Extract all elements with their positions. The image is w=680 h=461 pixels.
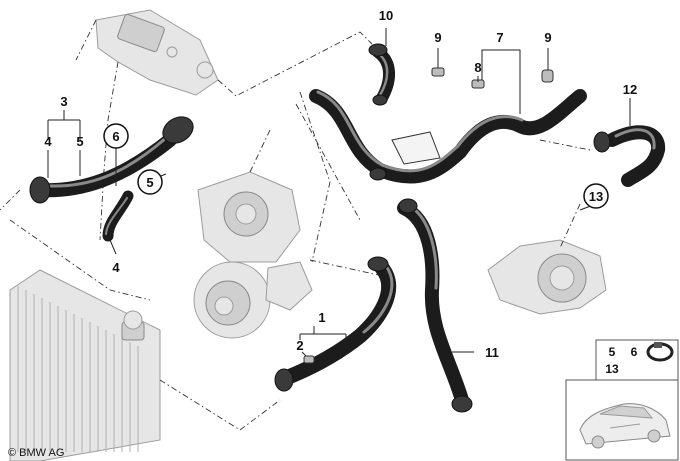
callout-11: 11 [485,345,499,360]
inset-label-13: 13 [605,362,619,376]
callout-9-left: 9 [434,30,441,45]
inset-car-box [565,379,679,461]
callout-1: 1 [318,310,325,325]
callout-10: 10 [379,8,393,23]
hose-1[interactable] [278,260,397,386]
callout-6: 6 [112,129,119,144]
callout-5-left: 5 [76,134,83,149]
hose-10[interactable] [372,46,395,104]
callout-8: 8 [474,60,481,75]
callout-7: 7 [496,30,503,45]
clamp-icon [646,342,674,362]
inset-label-6: 6 [631,345,638,359]
aux-pump-ghost [487,239,607,315]
engine-head-ghost [95,9,219,96]
car-silhouette-icon [579,403,671,449]
callout-2: 2 [296,338,303,353]
callout-3: 3 [60,94,67,109]
inset-label-5: 5 [609,345,616,359]
inset-clamp-box: 5 6 13 [595,339,679,381]
connection-lines [0,19,591,431]
hose-clamps [29,43,611,413]
callout-4-left: 4 [44,134,52,149]
hose-4[interactable] [102,190,134,242]
callout-12: 12 [623,82,637,97]
leader-lines [47,28,631,357]
callout-9-right: 9 [544,30,551,45]
radiator-fins [17,286,139,452]
copyright-text: © BMW AG [8,447,64,459]
hose-7[interactable] [309,89,587,184]
callout-4-bottom: 4 [112,260,120,275]
callout-circles [103,123,609,209]
hose-11[interactable] [397,201,469,407]
radiator-ghost [9,269,161,461]
hose-3[interactable] [33,133,177,198]
callout-13: 13 [589,189,603,204]
hose-bracket [391,131,441,165]
water-pump-ghost [193,171,313,339]
callout-5-circle: 5 [146,175,153,190]
hose-12[interactable] [605,125,666,187]
